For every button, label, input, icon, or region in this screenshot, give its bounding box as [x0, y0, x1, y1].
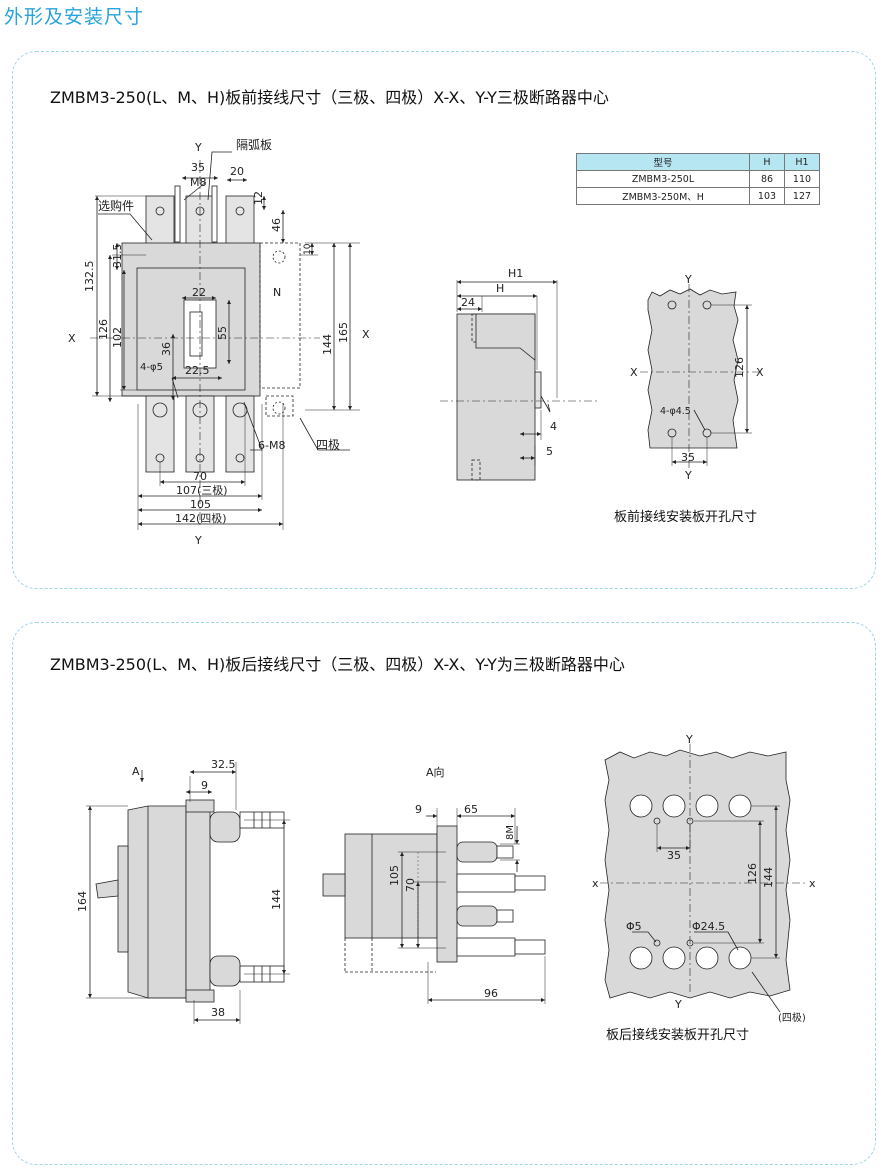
label-m8: M8 — [190, 176, 207, 189]
rear-side-view-labels: A 32.5 9 164 144 38 — [76, 758, 283, 1019]
dim-8m: 8M — [505, 825, 516, 840]
label-x-left: x — [592, 877, 599, 890]
dim-22-5: 22.5 — [185, 364, 210, 377]
dim-12: 12 — [252, 191, 265, 205]
label-arc-plate: 隔弧板 — [236, 138, 272, 152]
dim-32-5: 32.5 — [211, 758, 236, 771]
a-view-labels: A向 9 65 8M 105 70 96 — [388, 765, 516, 1000]
dim-126: 126 — [746, 863, 759, 884]
dim-9: 9 — [201, 779, 208, 792]
dim-107: 107(三极) — [176, 483, 228, 497]
dim-35: 35 — [667, 849, 681, 862]
label-hole-4-phi4-5: 4-φ4.5 — [660, 406, 691, 417]
dim-h1: H1 — [508, 267, 523, 280]
front-view-labels: Y 隔弧板 35 M8 20 选购件 12 46 10 132.5 31.5 N… — [68, 138, 370, 547]
label-hole-4-phi5: 4-φ5 — [140, 362, 163, 373]
table-row: ZMBM3-250M、H 103 127 — [576, 187, 820, 205]
front-panel-cutout-labels: Y X X 126 4-φ4.5 35 Y — [630, 273, 764, 482]
label-y-top: Y — [194, 141, 202, 154]
label-y-top: Y — [684, 273, 692, 286]
label-screw-6-m8: 6-M8 — [258, 439, 285, 452]
side-view-labels: H1 H 24 4 5 — [461, 267, 557, 458]
label-four-pole: (四极) — [778, 1011, 806, 1024]
dim-164: 164 — [76, 891, 89, 912]
label-x-right: x — [809, 877, 816, 890]
label-optional: 选购件 — [98, 198, 134, 213]
dim-165: 165 — [337, 322, 350, 343]
label-four-pole: 四极 — [316, 438, 340, 452]
dim-96: 96 — [484, 987, 498, 1000]
model-dimension-table: 型号 H H1 ZMBM3-250L 86 110 ZMBM3-250M、H 1… — [576, 153, 820, 205]
dim-144: 144 — [321, 334, 334, 355]
dim-24: 24 — [461, 296, 475, 309]
front-panel-cutout-drawing — [640, 284, 760, 470]
dim-126: 126 — [733, 357, 746, 378]
section2-title: ZMBM3-250(L、M、H)板后接线尺寸（三极、四极）X-X、Y-Y为三极断… — [50, 655, 625, 674]
label-x-right: X — [756, 366, 764, 379]
label-y-bottom: Y — [194, 534, 202, 547]
label-n: N — [273, 286, 281, 299]
label-phi24-5: Φ24.5 — [692, 920, 725, 933]
dim-142: 142(四极) — [175, 511, 227, 525]
label-x-left: X — [630, 366, 638, 379]
label-x-left: X — [68, 332, 76, 345]
dim-46: 46 — [270, 218, 283, 232]
dim-9: 9 — [415, 803, 422, 816]
dim-70: 70 — [404, 878, 417, 892]
dim-31-5: 31.5 — [111, 244, 124, 269]
dim-10: 10 — [303, 243, 313, 255]
dim-70: 70 — [193, 470, 207, 483]
dim-35: 35 — [191, 161, 205, 174]
label-y-top: Y — [685, 733, 693, 746]
section-rear-wiring — [12, 622, 876, 1165]
dim-5: 5 — [546, 445, 553, 458]
dim-126: 126 — [97, 319, 110, 340]
front-panel-cutout-caption: 板前接线安装板开孔尺寸 — [614, 510, 758, 525]
dim-105: 105 — [190, 498, 211, 511]
dim-102: 102 — [111, 327, 124, 348]
dim-35: 35 — [681, 451, 695, 464]
label-x-right: X — [362, 328, 370, 341]
rear-panel-cutout-labels: Y x x 35 126 144 Φ5 Φ24.5 Y (四极) — [592, 733, 816, 1024]
label-phi5: Φ5 — [626, 920, 642, 933]
section1-title: ZMBM3-250(L、M、H)板前接线尺寸（三极、四极）X-X、Y-Y三极断路… — [50, 88, 609, 107]
label-y-bottom: Y — [674, 998, 682, 1011]
rear-side-view-drawing — [86, 762, 290, 1024]
dim-h: H — [496, 282, 504, 295]
label-y-bottom: Y — [684, 469, 692, 482]
dim-22: 22 — [192, 286, 206, 299]
dim-144: 144 — [270, 889, 283, 910]
section-front-wiring — [12, 51, 876, 589]
dim-38: 38 — [211, 1006, 225, 1019]
dim-105: 105 — [388, 865, 401, 886]
dim-36: 36 — [160, 342, 173, 356]
table-header-h: H — [749, 153, 785, 171]
dim-132-5: 132.5 — [83, 261, 96, 293]
rear-panel-cutout-caption: 板后接线安装板开孔尺寸 — [606, 1028, 750, 1043]
dim-65: 65 — [464, 803, 478, 816]
dim-144: 144 — [762, 867, 775, 888]
a-view-drawing — [322, 808, 546, 1004]
page-title: 外形及安装尺寸 — [4, 6, 145, 28]
table-cell: 127 — [784, 187, 820, 205]
dim-4: 4 — [550, 420, 557, 433]
label-a: A — [132, 765, 140, 778]
a-view-title: A向 — [426, 765, 445, 779]
dim-55: 55 — [216, 326, 229, 340]
rear-panel-cutout-drawing — [600, 744, 808, 1013]
dim-20: 20 — [230, 165, 244, 178]
front-view-drawing — [90, 151, 360, 530]
side-view-drawing — [440, 280, 600, 481]
